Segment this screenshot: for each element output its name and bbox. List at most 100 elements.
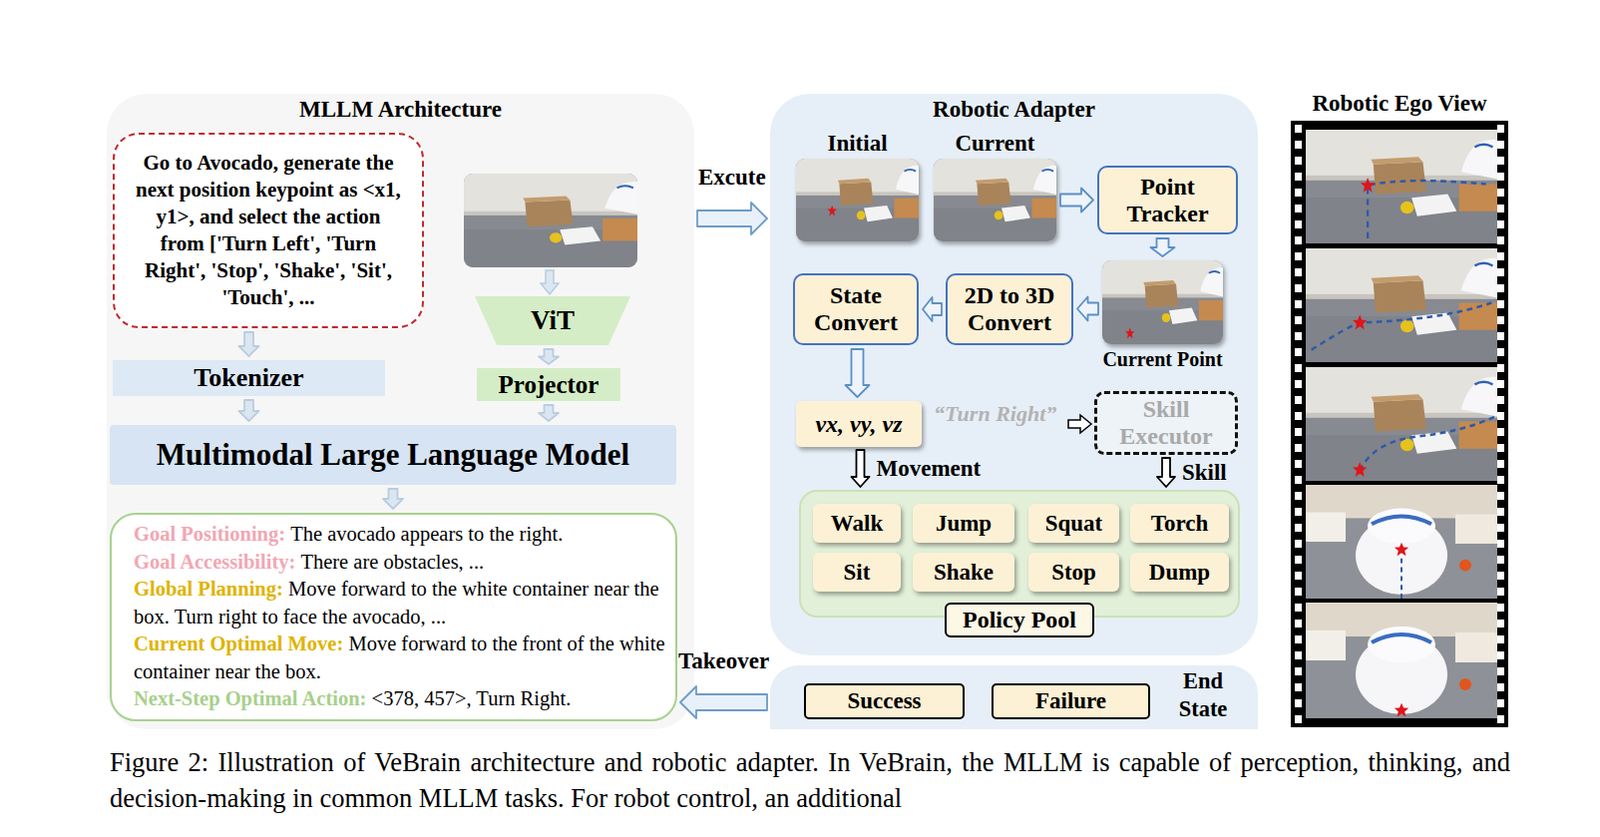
star-use xyxy=(1394,703,1409,718)
skill-box: Torch xyxy=(1130,503,1229,543)
edge-label: Movement xyxy=(876,455,982,482)
node-text: Point Tracker xyxy=(1105,173,1230,228)
prompt-box: Go to Avocado, generate the next positio… xyxy=(112,132,424,329)
film-frame xyxy=(1305,484,1498,599)
film-frame xyxy=(1305,129,1498,244)
block-arrow xyxy=(239,400,260,421)
film-base xyxy=(1290,120,1509,728)
node-text: End State xyxy=(1167,667,1239,724)
block-arrow xyxy=(1151,238,1176,257)
node-text: Initial xyxy=(776,131,939,156)
output-heading: Current Optimal Move: xyxy=(133,632,344,655)
block-arrow xyxy=(922,297,942,322)
photo-group xyxy=(463,173,638,268)
node-text: MLLM Architecture xyxy=(106,96,695,123)
process-box: State Convert xyxy=(793,273,919,346)
block-arrow xyxy=(383,488,403,509)
node-text: Shake xyxy=(933,559,994,586)
block-arrow xyxy=(1157,457,1176,487)
node-text: Go to Avocado, generate the next positio… xyxy=(132,149,404,312)
output-heading: Global Planning: xyxy=(133,577,284,600)
model-band: Multimodal Large Language Model xyxy=(109,424,677,485)
scene-use xyxy=(463,173,638,268)
path-trace xyxy=(1367,180,1487,239)
node-text: Walk xyxy=(830,510,883,537)
film-strip xyxy=(1290,120,1509,728)
node-text: Failure xyxy=(1035,688,1107,715)
photo-frame xyxy=(933,158,1057,242)
encoder-trapezoid: ViT xyxy=(474,296,631,346)
edge-label: Takeover xyxy=(678,648,770,675)
node-text: vx, vy, vz xyxy=(814,410,902,438)
end-state-band: End State Success Failure xyxy=(770,665,1258,730)
scene-use xyxy=(933,158,1057,242)
film-holes xyxy=(1290,120,1509,728)
star-use xyxy=(1394,542,1409,556)
node-text: Stop xyxy=(1051,559,1097,586)
projector-box: Projector xyxy=(476,368,621,401)
flow-arrow xyxy=(539,269,560,296)
scene-use xyxy=(796,158,919,242)
skill-box: Squat xyxy=(1028,503,1120,543)
output-body: <378, 457>, Turn Right. xyxy=(372,687,572,710)
camera-image: Current Point xyxy=(1102,260,1223,345)
block-arrow xyxy=(845,349,870,398)
skill-box: Jump xyxy=(912,503,1015,543)
node-text: Current xyxy=(913,131,1077,156)
output-line: Goal Accessibility:There are obstacles, … xyxy=(133,548,666,577)
output-line: Global Planning:Move forward to the whit… xyxy=(133,575,666,631)
film-frame xyxy=(1305,602,1498,719)
policy-pool: Policy PoolWalkJumpSquatTorchSitShakeSto… xyxy=(799,489,1240,618)
skill-box: Dump xyxy=(1130,552,1229,592)
node-text: 2D to 3D Convert xyxy=(953,282,1066,337)
node-text: Torch xyxy=(1151,510,1209,537)
camera-photo xyxy=(933,158,1057,242)
camera-photo xyxy=(796,158,919,242)
block-arrow xyxy=(538,404,559,421)
skill-box: Walk xyxy=(812,503,901,543)
node-text: Robotic Ego View xyxy=(1270,90,1529,117)
node-text: Policy Pool xyxy=(944,602,1095,638)
block-arrow xyxy=(538,349,559,365)
block-arrow xyxy=(1077,297,1099,322)
output-line: Goal Positioning:The avocado appears to … xyxy=(133,520,666,549)
state-box: Failure xyxy=(991,683,1151,720)
group-panel: Robotic AdapterInitialCurrentPoint Track… xyxy=(770,93,1258,656)
node-text: ViT xyxy=(530,305,575,337)
node-text: State Convert xyxy=(800,282,911,337)
skill-box: Stop xyxy=(1028,552,1120,592)
scene-use xyxy=(1102,260,1223,345)
edge-label: Skill xyxy=(1182,459,1227,486)
state-box: Success xyxy=(803,683,965,720)
node-text: Multimodal Large Language Model xyxy=(156,436,630,473)
film-frame xyxy=(1305,367,1498,481)
node-text: Current Point xyxy=(1082,347,1243,372)
process-box: 2D to 3D Convert xyxy=(945,273,1074,346)
output-box: Goal Positioning:The avocado appears to … xyxy=(109,512,678,722)
closeup-use xyxy=(1305,602,1498,719)
block-arrow xyxy=(239,332,260,357)
film-frame xyxy=(1305,248,1498,363)
block-arrow xyxy=(697,202,768,235)
output-heading: Goal Positioning: xyxy=(133,522,286,545)
process-box: Point Tracker xyxy=(1097,165,1238,235)
node-text: Sit xyxy=(843,559,871,586)
velocity-box: vx, vy, vz xyxy=(796,400,922,447)
path-trace xyxy=(1311,303,1493,351)
node-text: Tokenizer xyxy=(193,363,304,394)
star-use xyxy=(1352,461,1367,477)
star-use xyxy=(827,205,837,217)
block-arrow xyxy=(851,449,870,487)
photo-frame xyxy=(796,158,919,242)
camera-image: Current xyxy=(933,158,1057,242)
camera-image: Initial xyxy=(796,158,919,242)
trapezoid-fill xyxy=(474,296,631,346)
node-text: Skill Executor xyxy=(1097,396,1235,450)
input-photo xyxy=(463,173,638,268)
closeup-use xyxy=(1305,484,1498,599)
skill-executor-box: Skill Executor xyxy=(1094,391,1238,455)
camera-photo xyxy=(1102,260,1223,345)
edge-label: Excute xyxy=(698,164,767,191)
node-text: Projector xyxy=(498,371,600,400)
skill-arrow xyxy=(1067,412,1094,435)
